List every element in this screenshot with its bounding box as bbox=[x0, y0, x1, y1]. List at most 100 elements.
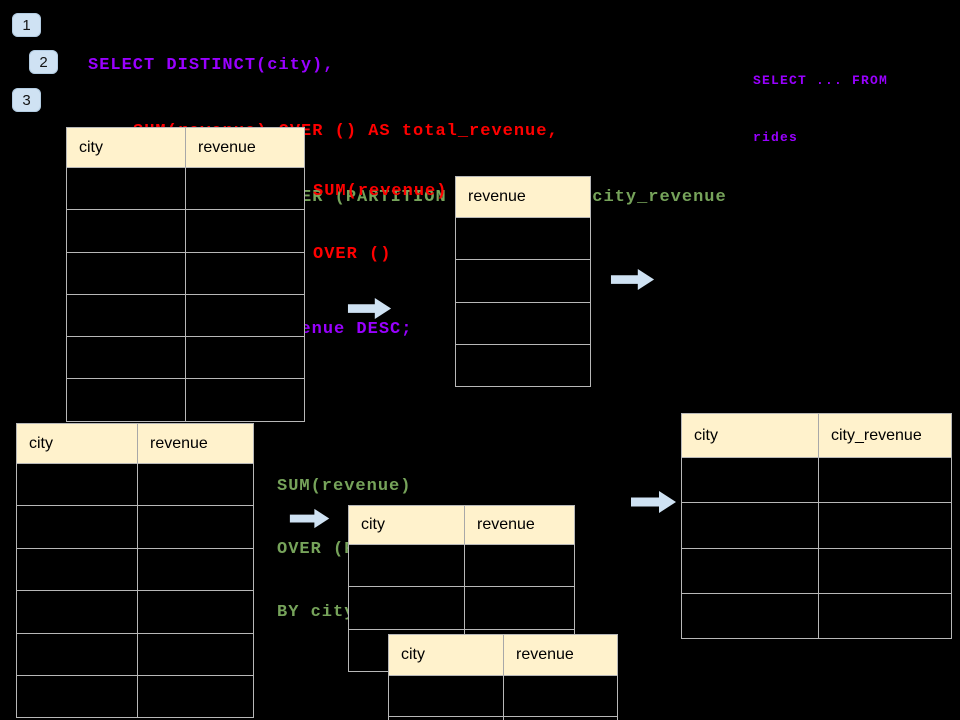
table-cell bbox=[349, 545, 464, 586]
table-cell bbox=[818, 593, 951, 639]
table-row bbox=[67, 167, 304, 210]
table-total-revenue: revenue bbox=[455, 176, 591, 388]
column-header-revenue: revenue bbox=[503, 635, 617, 675]
column-header-revenue: revenue bbox=[464, 506, 574, 544]
table-cell bbox=[818, 548, 951, 593]
table-cell bbox=[17, 549, 137, 590]
table-cell bbox=[818, 503, 951, 548]
table-row bbox=[389, 716, 617, 720]
table-cell bbox=[185, 252, 304, 294]
table-cell bbox=[67, 295, 185, 336]
table-cell bbox=[185, 210, 304, 252]
table-cell bbox=[17, 506, 137, 547]
table-header-row: city city_revenue bbox=[682, 414, 951, 457]
table-cell bbox=[818, 458, 951, 503]
table-row bbox=[456, 259, 590, 301]
table-cell bbox=[456, 218, 590, 259]
table-cell bbox=[464, 587, 574, 629]
table-row bbox=[17, 674, 253, 718]
right-arrow-icon bbox=[287, 508, 333, 529]
table-body bbox=[389, 675, 617, 720]
table-cell bbox=[185, 168, 304, 210]
table-row bbox=[389, 675, 617, 716]
table-cell bbox=[17, 591, 137, 632]
annotation-total-revenue: SUM(revenue) OVER () bbox=[313, 139, 447, 307]
column-header-city: city bbox=[361, 516, 385, 533]
column-header-city: city bbox=[401, 646, 425, 663]
table-cell bbox=[17, 464, 137, 505]
table-row bbox=[349, 544, 574, 587]
arrow-shape bbox=[289, 508, 330, 529]
table-header-row: city revenue bbox=[17, 424, 253, 463]
table-row bbox=[682, 547, 951, 593]
table-cell bbox=[682, 549, 818, 593]
table-row bbox=[682, 502, 951, 548]
table-cell bbox=[67, 253, 185, 294]
side-note-line2: rides bbox=[753, 130, 799, 145]
table-row bbox=[67, 251, 304, 294]
sql-line-select: SELECT DISTINCT(city), bbox=[88, 56, 335, 75]
table-cell bbox=[137, 591, 253, 633]
table-body bbox=[456, 217, 590, 386]
table-row bbox=[682, 457, 951, 503]
table-cell bbox=[503, 717, 617, 720]
column-header-city: city bbox=[79, 138, 103, 156]
column-header-revenue: revenue bbox=[468, 188, 526, 205]
table-header-row: city revenue bbox=[349, 506, 574, 544]
table-row bbox=[17, 463, 253, 506]
table-header-row: revenue bbox=[456, 177, 590, 217]
table-cell bbox=[137, 464, 253, 506]
table-row bbox=[17, 590, 253, 633]
table-cell bbox=[682, 503, 818, 547]
table-cell bbox=[17, 676, 137, 717]
table-cell bbox=[137, 633, 253, 675]
annotation-line: OVER () bbox=[313, 245, 392, 264]
column-header-revenue: revenue bbox=[185, 128, 304, 167]
table-cell bbox=[67, 379, 185, 420]
table-body bbox=[17, 463, 253, 718]
table-row bbox=[67, 209, 304, 252]
arrow-shape bbox=[631, 491, 676, 513]
table-source-bottom: city revenue bbox=[16, 423, 254, 719]
table-row bbox=[67, 293, 304, 337]
table-cell bbox=[456, 303, 590, 344]
table-cell bbox=[349, 587, 464, 628]
table-row bbox=[67, 378, 304, 421]
table-header-row: city revenue bbox=[389, 635, 617, 675]
table-body bbox=[67, 167, 304, 421]
right-arrow-icon bbox=[347, 297, 393, 320]
table-cell bbox=[137, 675, 253, 718]
column-header-city: city bbox=[29, 434, 53, 452]
table-partition-overlay: city revenue bbox=[388, 634, 618, 720]
annotation-line: SUM(revenue) bbox=[277, 477, 412, 496]
table-cell bbox=[456, 260, 590, 301]
table-cell bbox=[67, 337, 185, 378]
table-row bbox=[456, 217, 590, 259]
right-arrow-icon bbox=[631, 489, 677, 515]
table-header-row: city revenue bbox=[67, 128, 304, 167]
table-row bbox=[456, 301, 590, 344]
arrow-shape bbox=[610, 268, 655, 291]
table-row bbox=[17, 505, 253, 548]
table-body bbox=[682, 457, 951, 639]
table-cell bbox=[185, 294, 304, 337]
arrow-shape bbox=[347, 297, 392, 320]
table-cell bbox=[682, 458, 818, 502]
column-header-revenue: revenue bbox=[137, 424, 253, 463]
table-row bbox=[17, 632, 253, 675]
table-cell bbox=[682, 594, 818, 638]
column-header-city: city bbox=[694, 426, 718, 444]
side-note-line1: SELECT ... FROM bbox=[753, 73, 889, 88]
table-cell bbox=[185, 337, 304, 379]
annotation-line: SUM(revenue) bbox=[313, 182, 448, 201]
table-cell bbox=[389, 676, 503, 716]
table-cell bbox=[137, 548, 253, 591]
table-cell bbox=[456, 345, 590, 386]
table-row bbox=[17, 547, 253, 591]
step-badge-1: 1 bbox=[12, 13, 41, 37]
table-row bbox=[349, 586, 574, 629]
table-cell bbox=[67, 168, 185, 209]
table-cell bbox=[17, 634, 137, 675]
table-row bbox=[682, 592, 951, 639]
